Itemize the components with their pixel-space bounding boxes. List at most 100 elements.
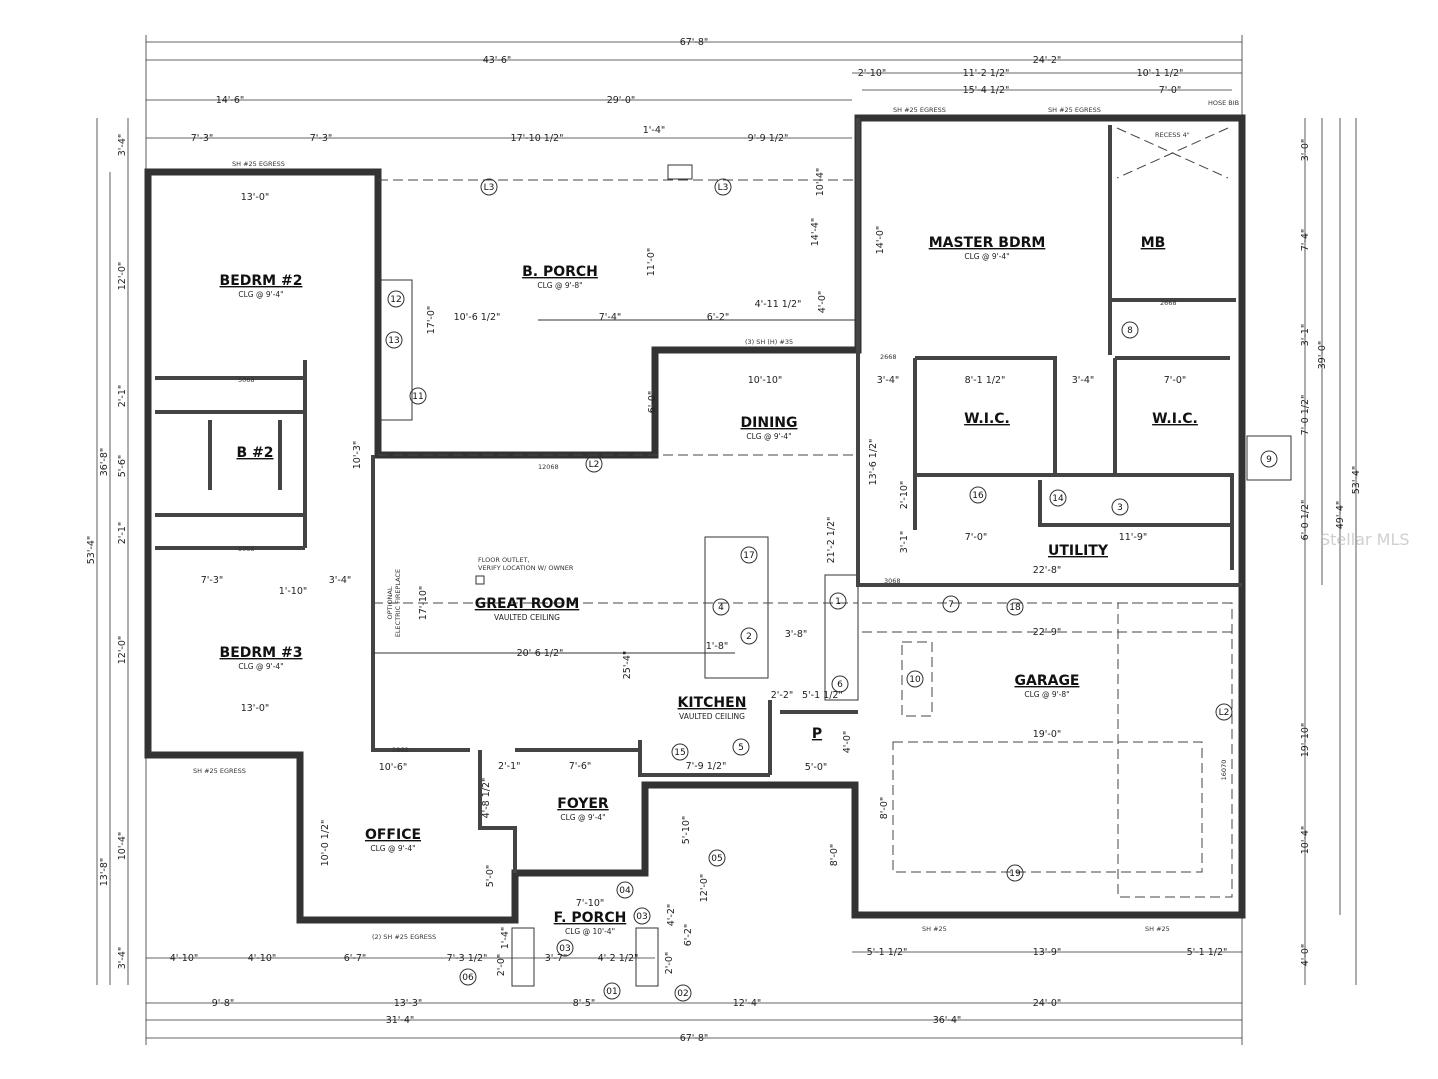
callout: 01 — [603, 982, 621, 1000]
callout: 14 — [1049, 489, 1067, 507]
room-ceiling: VAULTED CEILING — [679, 712, 745, 721]
note-window: SH #25 — [1145, 925, 1170, 933]
svg-text:19: 19 — [1009, 869, 1021, 879]
dim-label: 5'-10" — [681, 816, 692, 845]
room-name: BEDRM #3 — [220, 645, 303, 661]
svg-text:6: 6 — [837, 680, 843, 690]
callout: 03 — [633, 907, 651, 925]
svg-text:18: 18 — [1009, 603, 1021, 613]
note-fireplace: ELECTRIC FIREPLACE — [394, 569, 402, 637]
dim-label: 3'-1" — [899, 531, 910, 554]
svg-text:L3: L3 — [718, 183, 729, 193]
note-fireplace: OPTIONAL — [386, 586, 394, 619]
dim-label: 1'-4" — [643, 125, 666, 136]
room-ceiling: CLG @ 9'-4" — [370, 844, 415, 853]
svg-text:10: 10 — [909, 675, 921, 685]
dim-label: 2'-0" — [496, 954, 507, 977]
room-ceiling: VAULTED CEILING — [494, 613, 560, 622]
dim-label: 36'-8" — [99, 448, 110, 477]
room-utility: UTILITY — [1048, 543, 1109, 559]
dimension-labels-top: 67'-8" 43'-6" 24'-2" 2'-10" 11'-2 1/2" 1… — [191, 37, 1184, 144]
callout: 15 — [671, 743, 689, 761]
dim-label: 6'-0 1/2" — [1300, 500, 1311, 541]
dim-label: 10'-6" — [379, 762, 408, 773]
callouts: 12 13 11 L3 L3 L2 L2 17 4 1 2 6 15 5 8 9… — [385, 178, 1278, 1002]
dim-label: 4'-0" — [1300, 944, 1311, 967]
svg-text:02: 02 — [677, 989, 688, 999]
svg-text:12: 12 — [390, 295, 401, 305]
dim-label: 7'-3" — [191, 133, 214, 144]
dimension-labels-left: 3'-4" 12'-0" 2'-1" 5'-6" 2'-1" 12'-0" 10… — [86, 134, 128, 970]
door-code: 16070 — [1220, 760, 1228, 781]
dim-label: 3'-4" — [1072, 375, 1095, 386]
dim-label: 10'-4" — [1300, 826, 1311, 855]
dim-label: 7'-6" — [569, 761, 592, 772]
dim-label: 10'-4" — [815, 168, 826, 197]
dim-label: 19'-10" — [1300, 723, 1311, 758]
room-ceiling: CLG @ 9'-4" — [560, 813, 605, 822]
dim-label: 7'-10" — [576, 898, 605, 909]
dimension-labels-right: 3'-0" 7'-4" 3'-1" 7'-0 1/2" 6'-0 1/2" 19… — [1300, 139, 1362, 967]
dim-label: 29'-0" — [607, 95, 636, 106]
callout: L2 — [585, 455, 603, 473]
callout: 18 — [1006, 598, 1024, 616]
callout: 1 — [829, 592, 847, 610]
room-pantry: P — [812, 726, 822, 742]
note-floor-outlet-verify: VERIFY LOCATION W/ OWNER — [478, 564, 574, 572]
room-garage: GARAGE CLG @ 9'-8" — [1015, 673, 1080, 699]
dim-label: 1'-4" — [500, 927, 511, 950]
annotations: FLOOR OUTLET, VERIFY LOCATION W/ OWNER O… — [193, 99, 1239, 941]
dim-label: 6'-7" — [344, 953, 367, 964]
dim-label: 3'-1" — [1300, 324, 1311, 347]
dim-label: 1'-8" — [706, 641, 729, 652]
dim-label: 3'-8" — [785, 629, 808, 640]
dim-label: 7'-9 1/2" — [686, 761, 727, 772]
dim-label: 3'-4" — [117, 947, 128, 970]
door-code: 5068 — [238, 376, 255, 384]
door-code: 12068 — [538, 463, 559, 471]
callout: 17 — [740, 546, 758, 564]
dim-label: 43'-6" — [483, 55, 512, 66]
dim-label: 2'-10" — [858, 68, 887, 79]
room-ceiling: CLG @ 9'-4" — [964, 252, 1009, 261]
dim-label: 12'-0" — [117, 636, 128, 665]
dim-label: 67'-8" — [680, 37, 709, 48]
dim-label: 3'-7" — [545, 953, 568, 964]
dim-label: 7'-4" — [599, 312, 622, 323]
room-wic-1: W.I.C. — [964, 411, 1010, 427]
callout: L3 — [714, 178, 732, 196]
dim-label: 12'-0" — [699, 874, 710, 903]
dim-label: 7'-0" — [1164, 375, 1187, 386]
room-name: F. PORCH — [554, 910, 627, 926]
svg-text:2: 2 — [746, 632, 752, 642]
dim-label: 13'-6 1/2" — [868, 439, 879, 486]
dim-label: 7'-3" — [310, 133, 333, 144]
svg-text:11: 11 — [412, 392, 423, 402]
room-master: MASTER BDRM CLG @ 9'-4" — [929, 235, 1046, 261]
dim-label: 14'-6" — [216, 95, 245, 106]
dim-label: 10'-3" — [352, 441, 363, 470]
dim-label: 67'-8" — [680, 1033, 709, 1044]
dim-label: 22'-8" — [1033, 565, 1062, 576]
room-foyer: FOYER CLG @ 9'-4" — [557, 796, 609, 822]
dim-label: 12'-0" — [117, 262, 128, 291]
dim-label: 4'-11 1/2" — [755, 299, 802, 310]
dim-label: 8'-1 1/2" — [965, 375, 1006, 386]
dim-label: 13'-8" — [99, 858, 110, 887]
dim-label: 6'-2" — [707, 312, 730, 323]
callout: 7 — [942, 595, 960, 613]
room-name: MASTER BDRM — [929, 235, 1046, 251]
dim-label: 8'-0" — [879, 797, 890, 820]
room-ceiling: CLG @ 9'-8" — [537, 281, 582, 290]
note-window: SH #25 EGRESS — [1048, 106, 1101, 114]
dim-label: 13'-0" — [241, 703, 270, 714]
callout: 16 — [969, 486, 987, 504]
note-window: SH #25 — [922, 925, 947, 933]
note-window: SH #25 EGRESS — [232, 160, 285, 168]
dim-label: 22'-9" — [1033, 627, 1062, 638]
dim-label: 24'-0" — [1033, 998, 1062, 1009]
dim-label: 7'-3 1/2" — [447, 953, 488, 964]
svg-text:7: 7 — [948, 600, 954, 610]
note-window: (3) SH (H) #35 — [745, 338, 793, 346]
